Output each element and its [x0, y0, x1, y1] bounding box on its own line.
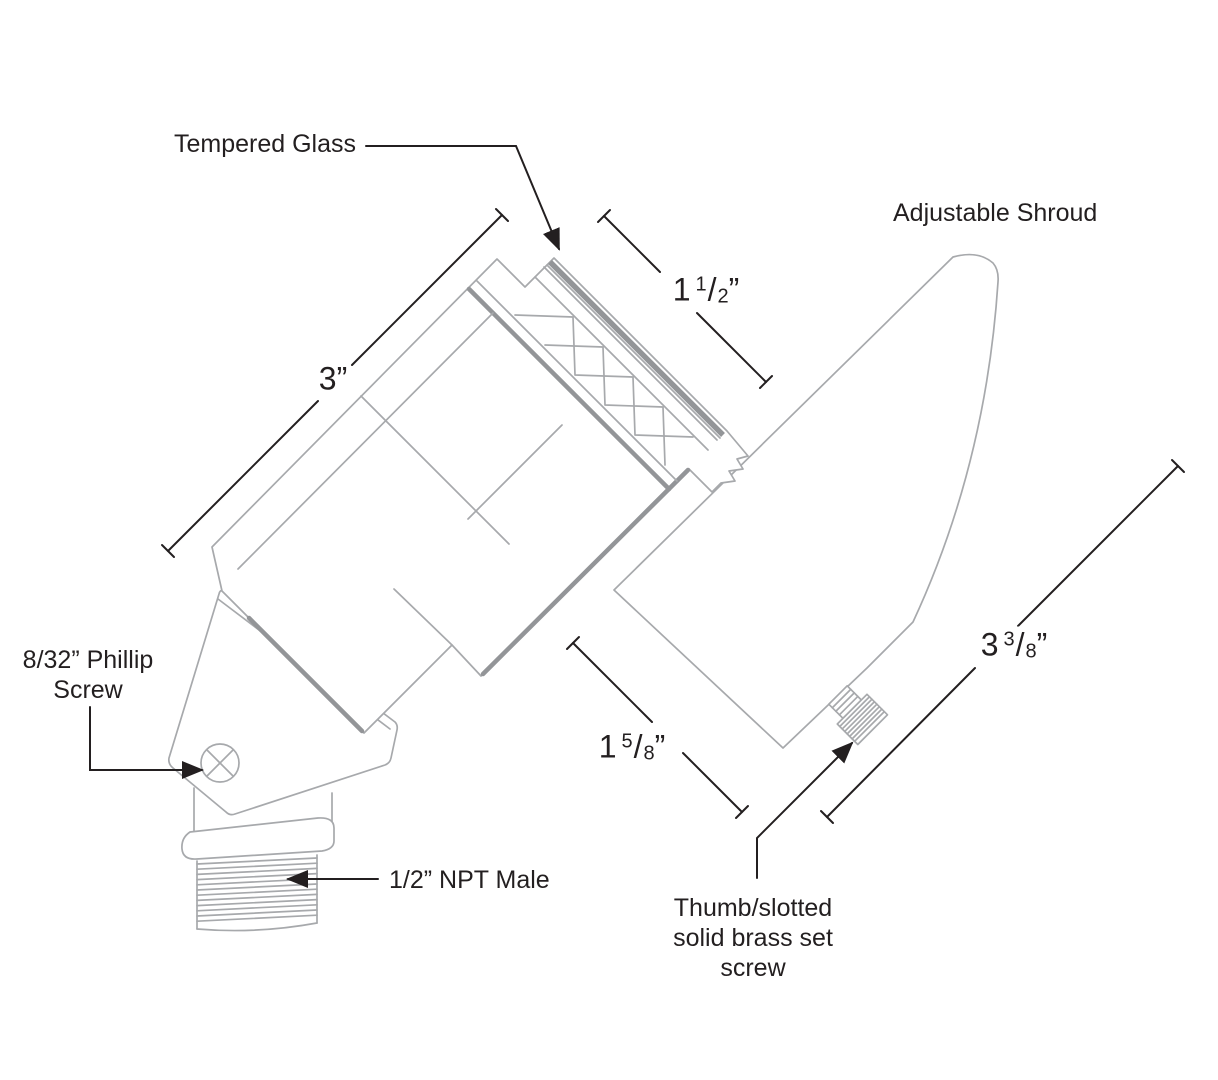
phillip-screw-label: 8/32” Phillip Screw	[22, 646, 154, 704]
tempered-glass-label: Tempered Glass	[174, 130, 357, 158]
dimension-lines	[161, 208, 1185, 824]
leader-lines	[89, 145, 854, 888]
dim-line-1-5-8in	[566, 636, 749, 819]
knuckle-bracket	[167, 589, 399, 816]
lamp-barrel	[211, 257, 749, 734]
dim-line-3-3-8in	[820, 459, 1185, 824]
dim-line-1-1-2in	[597, 209, 773, 389]
adjustable-shroud-label: Adjustable Shroud	[893, 199, 1098, 227]
set-screw-leader	[756, 741, 854, 879]
phillips-screw-icon	[200, 743, 240, 783]
tempered-glass-edge	[548, 260, 725, 437]
dim-line-3in	[161, 208, 509, 558]
thumb-set-screw	[827, 684, 889, 746]
dimension-body-length: 3/”	[315, 360, 351, 398]
npt-threaded-nipple	[181, 817, 335, 932]
adjustable-shroud-outline	[613, 253, 999, 749]
npt-male-label: 1/2” NPT Male	[389, 866, 550, 894]
set-screw-label: Thumb/slotted solid brass set screw	[673, 894, 833, 982]
tempered-glass-leader	[365, 145, 560, 251]
knurled-bezel	[514, 264, 721, 466]
phillip-screw-leader	[89, 706, 204, 779]
